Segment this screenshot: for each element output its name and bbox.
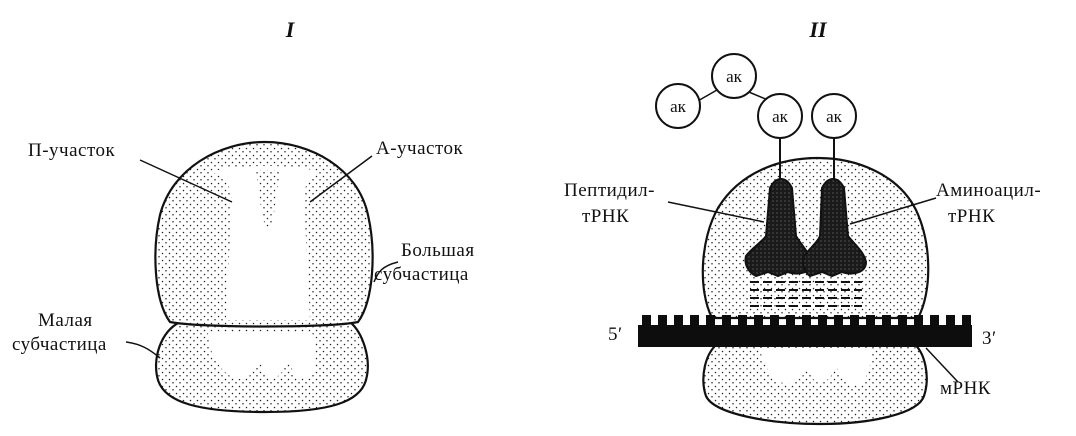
peptidyl-trna-label-2: тРНК [582, 206, 629, 227]
small-subunit-groove [208, 332, 316, 380]
mrna-tooth [802, 315, 811, 327]
mrna-tooth [930, 315, 939, 327]
mrna-tooth [722, 315, 731, 327]
mrna-codon-teeth [642, 315, 971, 327]
cavity-flank-left [205, 172, 232, 320]
mrna-tooth [898, 315, 907, 327]
amino-acid-circle-2 [711, 53, 757, 99]
p-site-leader [139, 159, 233, 203]
aminoacyl-trna-label-1: Аминоацил- [936, 180, 1041, 201]
mrna-tooth [914, 315, 923, 327]
three-prime-label: 3′ [982, 328, 997, 349]
mrna-tooth [946, 315, 955, 327]
peptidyl-trna-label-1: Пептидил- [564, 180, 655, 201]
five-prime-label: 5′ [608, 324, 623, 345]
small-subunit-label-1: Малая [38, 310, 93, 331]
mrna-tooth [754, 315, 763, 327]
mrna-tooth [658, 315, 667, 327]
a-site-label: А-участок [376, 138, 464, 159]
amino-acid-circle-4 [811, 93, 857, 139]
amino-acid-circle-1 [655, 83, 701, 129]
small-subunit-2-groove [760, 348, 872, 385]
amino-acid-circle-3 [757, 93, 803, 139]
small-subunit-leader [125, 341, 161, 359]
mrna-leader [925, 347, 959, 383]
mrna-tooth [786, 315, 795, 327]
panel-2-numeral: II [808, 17, 828, 42]
mrna-tooth [962, 315, 971, 327]
large-subunit-label-2: субчастица [374, 264, 469, 285]
panel-1-numeral: I [285, 17, 296, 42]
panel-1: I П-участок А-участок Большая субчастица… [12, 17, 475, 414]
codon-anticodon-pairing [750, 281, 862, 307]
panel-2: II ак ак ак ак Пептидил- т [564, 17, 1041, 426]
large-subunit-2 [701, 156, 930, 320]
a-site-leader [309, 155, 373, 203]
amino-acid-label-1: ак [670, 97, 687, 116]
p-site-label: П-участок [28, 140, 116, 161]
mrna-tooth [866, 315, 875, 327]
amino-acid-label-4: ак [826, 107, 843, 126]
ribosome-sites-cavity [205, 166, 327, 320]
central-ridge [256, 170, 280, 232]
aminoacyl-trna [802, 178, 868, 278]
cavity-flank-right [304, 172, 327, 320]
aminoacyl-trna-leader [849, 197, 937, 225]
mrna-tooth [850, 315, 859, 327]
mrna-tooth [834, 315, 843, 327]
amino-acid-label-2: ак [726, 67, 743, 86]
mrna-label: мРНК [940, 378, 991, 399]
mrna-tooth [706, 315, 715, 327]
mrna-tooth [642, 315, 651, 327]
peptidyl-trna [744, 178, 814, 278]
small-subunit-label-2: субчастица [12, 334, 107, 355]
mrna-tooth [738, 315, 747, 327]
mrna-tooth [818, 315, 827, 327]
mrna-tooth [770, 315, 779, 327]
mrna-tooth [882, 315, 891, 327]
large-subunit-leader [373, 261, 399, 283]
mrna-strand [638, 325, 972, 347]
small-subunit-2 [702, 340, 928, 426]
mrna-tooth [674, 315, 683, 327]
amino-acid-label-3: ак [772, 107, 789, 126]
peptidyl-trna-leader [667, 201, 765, 223]
large-subunit-label-1: Большая [401, 240, 475, 261]
mrna-tooth [690, 315, 699, 327]
aminoacyl-trna-label-2: тРНК [948, 206, 995, 227]
